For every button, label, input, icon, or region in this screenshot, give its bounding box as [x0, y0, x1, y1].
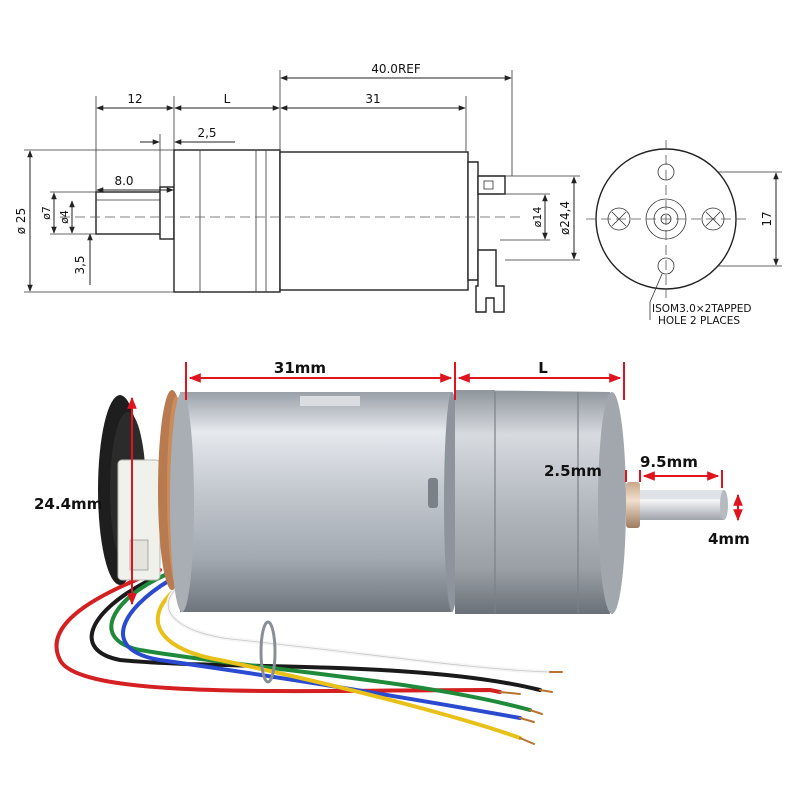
technical-drawing: 12 L 40.0REF 31 2,5 8.0 ø 25 ø7 ø4 3,5 ø… — [14, 62, 782, 327]
lead-wires — [54, 568, 563, 745]
dim-phi14-label: ø14 — [531, 207, 544, 228]
photo-shaft-length-label: 9.5mm — [640, 453, 698, 471]
tapped-hole-note-line1: ISOM3.0×2TAPPED — [652, 303, 751, 315]
dim-phi25-label: ø 25 — [14, 208, 28, 234]
photo-length-31-label: 31mm — [274, 359, 326, 377]
photo-collar-label: 2.5mm — [544, 462, 602, 480]
dim-8-0-label: 8.0 — [114, 174, 133, 188]
photo-dimension-lines — [127, 362, 743, 606]
extension-lines — [24, 70, 580, 293]
dim-L-label: L — [224, 92, 231, 106]
gearbox — [455, 390, 626, 614]
output-shaft — [626, 482, 728, 528]
dim-31-label: 31 — [365, 92, 380, 106]
motor-can — [170, 392, 460, 612]
photo-diameter-label: 24.4mm — [34, 495, 102, 513]
dimension-lines — [27, 75, 782, 292]
dim-2-5-label: 2,5 — [197, 126, 216, 140]
tapped-hole-note-line2: HOLE 2 PLACES — [658, 315, 740, 327]
dim-17-label: 17 — [760, 211, 774, 226]
motor-photo: 31mm L 24.4mm 9.5mm 2.5mm 4mm — [34, 359, 750, 745]
dim-phi4-label: ø4 — [58, 210, 71, 224]
end-view — [586, 140, 746, 320]
dim-3-5-label: 3,5 — [73, 255, 87, 274]
side-view-outline — [60, 149, 520, 313]
dim-12-label: 12 — [127, 92, 142, 106]
dim-phi7-label: ø7 — [40, 206, 53, 220]
dim-phi24-4-label: ø24,4 — [558, 201, 572, 235]
dim-40ref-label: 40.0REF — [371, 62, 421, 76]
photo-length-L-label: L — [538, 359, 548, 377]
photo-shaft-diameter-label: 4mm — [708, 530, 750, 548]
